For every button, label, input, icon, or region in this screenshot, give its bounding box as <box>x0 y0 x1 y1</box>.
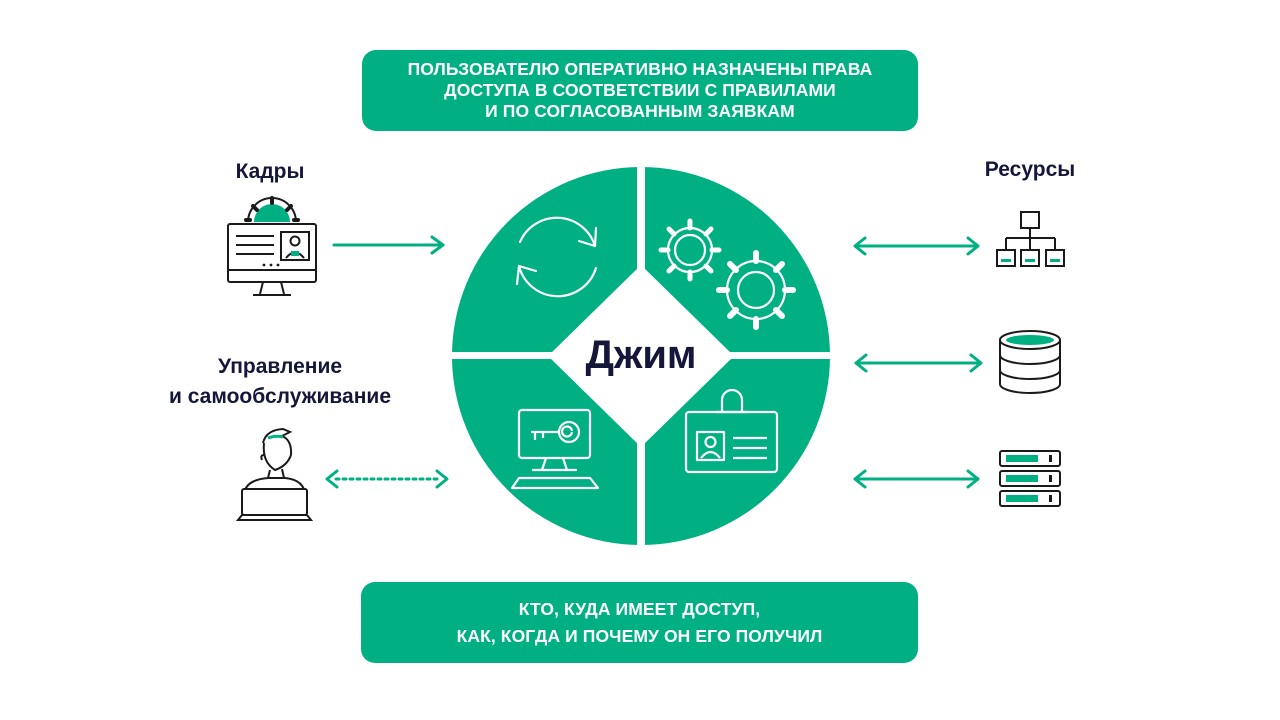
gears-icon <box>658 218 796 330</box>
network-hierarchy-icon <box>996 211 1065 267</box>
management-label-line-2: и самообслуживание <box>168 385 392 408</box>
hub-circle: Джим <box>452 167 830 545</box>
management-label: Управление и самообслуживание <box>120 352 440 412</box>
id-badge-icon <box>684 388 779 474</box>
hr-label: Кадры <box>235 160 305 183</box>
arrow-hub-database <box>854 353 983 373</box>
arrow-hr-to-hub <box>332 235 445 255</box>
top-banner-line-1: ПОЛЬЗОВАТЕЛЮ ОПЕРАТИВНО НАЗНАЧЕНЫ ПРАВА <box>407 59 873 79</box>
database-icon <box>999 330 1061 394</box>
arrow-hub-network <box>853 236 980 256</box>
resources-label: Ресурсы <box>984 158 1076 181</box>
top-banner-line-3: И ПО СОГЛАСОВАННЫМ ЗАЯВКАМ <box>485 101 795 121</box>
user-laptop-icon <box>235 427 314 521</box>
server-rack-icon <box>999 450 1061 507</box>
key-monitor-icon <box>510 408 600 490</box>
bottom-banner-line-2: КАК, КОГДА И ПОЧЕМУ ОН ЕГО ПОЛУЧИЛ <box>456 625 823 646</box>
top-banner-line-2: ДОСТУПА В СООТВЕТСТВИИ С ПРАВИЛАМИ <box>444 80 836 100</box>
hub-center-diamond <box>548 265 734 447</box>
arrow-hub-servers <box>853 469 980 489</box>
bottom-banner-line-1: КТО, КУДА ИМЕЕТ ДОСТУП, <box>518 598 761 619</box>
sync-arrows-icon <box>515 216 598 298</box>
hr-monitor-icon <box>227 196 317 296</box>
management-label-line-1: Управление <box>217 355 343 378</box>
bottom-banner: КТО, КУДА ИМЕЕТ ДОСТУП, КАК, КОГДА И ПОЧ… <box>361 582 918 663</box>
arrow-management-hub-dotted <box>325 469 449 489</box>
hub-title: Джим <box>585 333 696 377</box>
top-banner: ПОЛЬЗОВАТЕЛЮ ОПЕРАТИВНО НАЗНАЧЕНЫ ПРАВА … <box>362 50 918 131</box>
